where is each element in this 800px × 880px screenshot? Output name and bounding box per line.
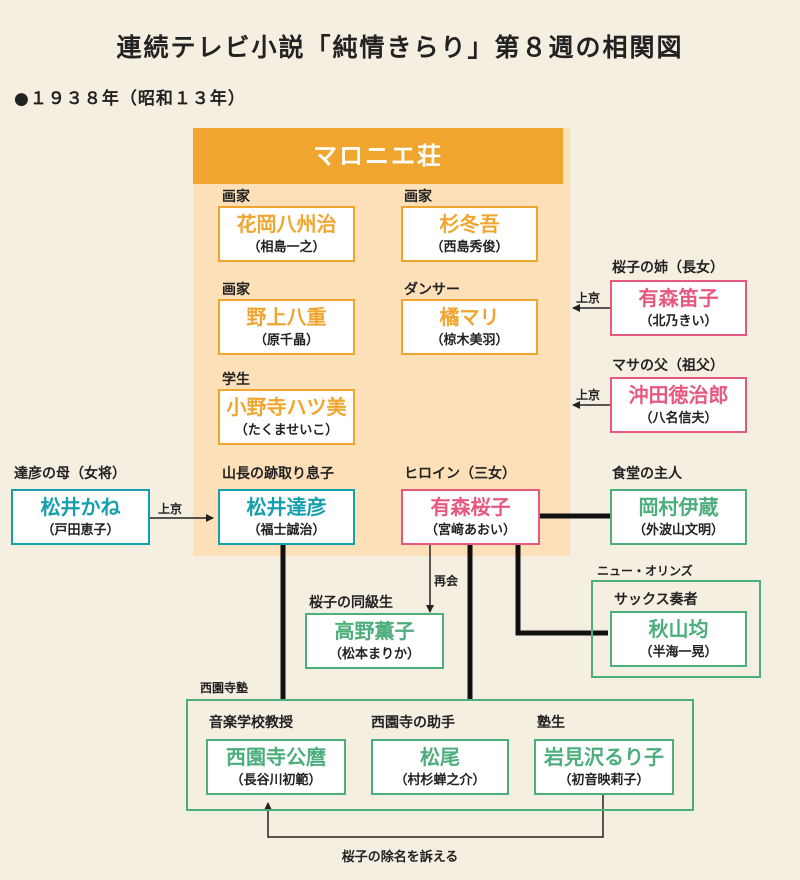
actor-hanaoka: （相島一之） — [247, 240, 326, 255]
name-hanaoka: 花岡八州治 — [236, 212, 337, 236]
character-takano: 高野薫子 （松本まりか） — [305, 613, 444, 669]
name-takano: 高野薫子 — [334, 619, 415, 643]
name-onodera: 小野寺ハツ美 — [226, 395, 347, 419]
character-nogami: 野上八重 （原千晶） — [218, 299, 355, 355]
actor-okita: （八名信夫） — [639, 411, 718, 426]
expulsion-arrow — [264, 795, 604, 838]
role-takano: 桜子の同級生 — [309, 595, 393, 611]
name-tatsuhiko: 松井達彦 — [246, 495, 327, 519]
role-onodera: 学生 — [222, 372, 250, 388]
role-kane: 達彦の母（女将） — [14, 466, 126, 482]
character-tachibana: 橘マリ （椋木美羽） — [401, 299, 538, 355]
actor-kane: （戸田恵子） — [41, 523, 120, 538]
character-tatsuhiko: 松井達彦 （福士誠治） — [218, 489, 355, 545]
role-hanaoka: 画家 — [222, 189, 250, 205]
name-okamura: 岡村伊蔵 — [638, 495, 719, 519]
actor-okamura: （外波山文明） — [632, 523, 724, 538]
character-matsuo: 松尾 （村杉蝉之介） — [371, 739, 509, 795]
actor-onodera: （たくませいこ） — [234, 423, 339, 438]
actor-rurico: （初音映莉子） — [558, 773, 650, 788]
name-akiyama: 秋山均 — [648, 617, 709, 641]
role-tatsuhiko: 山長の跡取り息子 — [222, 466, 334, 482]
character-okita: 沖田徳治郎 （八名信夫） — [610, 377, 747, 433]
name-heroine: 有森桜子 — [430, 495, 511, 519]
name-saionji: 西園寺公麿 — [226, 745, 326, 769]
character-saionji: 西園寺公麿 （長谷川初範） — [206, 739, 346, 795]
role-fueko: 桜子の姉（長女） — [612, 260, 724, 276]
name-sugi: 杉冬吾 — [439, 212, 500, 236]
role-okamura: 食堂の主人 — [612, 466, 682, 482]
heroine-akiyama-line — [515, 545, 608, 636]
character-fueko: 有森笛子 （北乃きい） — [610, 280, 747, 336]
role-heroine: ヒロイン（三女） — [404, 466, 516, 482]
actor-akiyama: （半海一晃） — [639, 645, 718, 660]
group-label-saionji-juku: 西園寺塾 — [200, 681, 249, 695]
role-okita: マサの父（祖父） — [612, 358, 724, 374]
year-label: ●１９３８年（昭和１３年） — [14, 89, 246, 109]
relation-reunion: 再会 — [434, 574, 459, 588]
actor-fueko: （北乃きい） — [639, 314, 718, 329]
relation-okita-jokyo: 上京 — [576, 388, 601, 402]
name-tachibana: 橘マリ — [439, 305, 500, 329]
name-matsuo: 松尾 — [420, 745, 460, 769]
actor-sugi: （西島秀俊） — [430, 240, 509, 255]
role-sugi: 画家 — [404, 189, 432, 205]
character-kane: 松井かね （戸田恵子） — [11, 489, 150, 545]
actor-takano: （松本まりか） — [328, 647, 420, 662]
character-heroine: 有森桜子 （宮﨑あおい） — [401, 489, 540, 545]
relation-kane-jokyo: 上京 — [158, 502, 183, 516]
relation-fueko-jokyo: 上京 — [576, 291, 601, 305]
name-fueko: 有森笛子 — [638, 286, 719, 310]
role-matsuo: 西園寺の助手 — [371, 715, 455, 731]
relation-expulsion: 桜子の除名を訴える — [341, 850, 459, 865]
actor-heroine: （宮﨑あおい） — [424, 523, 516, 538]
group-saionji-juku — [186, 699, 694, 811]
role-saionji: 音楽学校教授 — [209, 715, 293, 731]
role-rurico: 塾生 — [537, 715, 565, 731]
name-okita: 沖田徳治郎 — [628, 383, 729, 407]
actor-tatsuhiko: （福士誠治） — [247, 523, 326, 538]
name-rurico: 岩見沢るり子 — [544, 745, 664, 769]
character-okamura: 岡村伊蔵 （外波山文明） — [610, 489, 747, 545]
role-akiyama: サックス奏者 — [614, 592, 698, 608]
name-nogami: 野上八重 — [246, 305, 327, 329]
actor-nogami: （原千晶） — [253, 333, 319, 348]
group-label-new-orleans: ニュー・オリンズ — [597, 564, 693, 578]
role-nogami: 画家 — [222, 282, 250, 298]
marronnier-header: マロニエ荘 — [193, 128, 563, 184]
role-tachibana: ダンサー — [404, 282, 460, 298]
character-akiyama: 秋山均 （半海一晃） — [610, 611, 747, 667]
character-onodera: 小野寺ハツ美 （たくませいこ） — [218, 389, 355, 445]
actor-matsuo: （村杉蝉之介） — [394, 773, 486, 788]
actor-tachibana: （椋木美羽） — [430, 333, 509, 348]
name-kane: 松井かね — [40, 495, 121, 519]
character-hanaoka: 花岡八州治 （相島一之） — [218, 206, 355, 262]
character-sugi: 杉冬吾 （西島秀俊） — [401, 206, 538, 262]
group-new-orleans — [591, 580, 761, 678]
actor-saionji: （長谷川初範） — [230, 773, 322, 788]
page-title: 連続テレビ小説「純情きらり」第８週の相関図 — [116, 33, 684, 62]
character-rurico: 岩見沢るり子 （初音映莉子） — [534, 739, 674, 795]
